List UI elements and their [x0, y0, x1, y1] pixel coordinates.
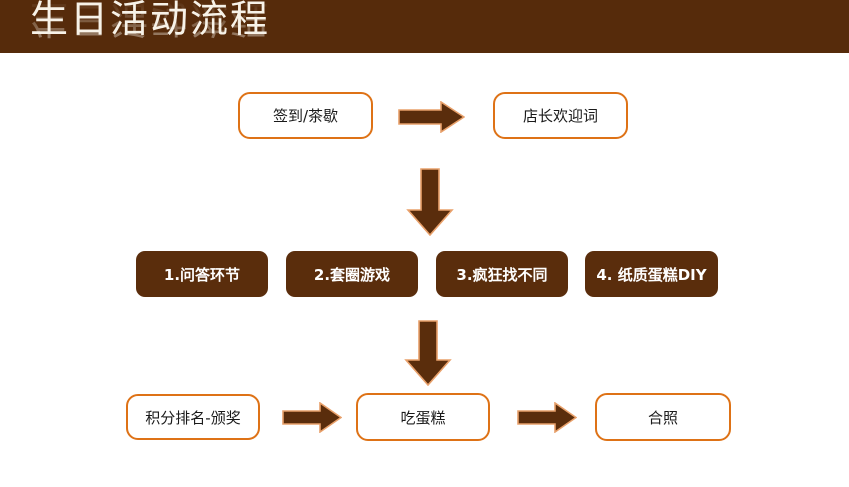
title-bar: 生日活动流程 生日活动流程 — [0, 0, 849, 53]
flow-node-label: 积分排名-颁奖 — [145, 408, 241, 427]
flow-node-label: 店长欢迎词 — [522, 107, 598, 125]
flow-node-label: 4. 纸质蛋糕DIY — [596, 265, 707, 284]
flow-node-group-photo[interactable]: 合照 — [595, 393, 731, 441]
flow-node-spot-difference[interactable]: 3.疯狂找不同 — [436, 251, 568, 297]
flow-node-ring-toss[interactable]: 2.套圈游戏 — [286, 251, 418, 297]
flow-node-eat-cake[interactable]: 吃蛋糕 — [356, 393, 490, 441]
page-title: 生日活动流程 — [30, 0, 271, 41]
flow-node-label: 3.疯狂找不同 — [456, 265, 548, 284]
arrow-down-row1-to-row2 — [406, 168, 454, 236]
arrow-down-row2-to-row3 — [404, 320, 452, 386]
arrow-right-signin-to-welcome — [398, 101, 465, 133]
flow-node-label: 1.问答环节 — [163, 265, 241, 284]
flow-node-quiz[interactable]: 1.问答环节 — [136, 251, 268, 297]
flow-node-paper-cake-diy[interactable]: 4. 纸质蛋糕DIY — [585, 251, 718, 297]
flow-node-label: 2.套圈游戏 — [313, 265, 391, 284]
arrow-right-ranking-to-eatcake — [282, 402, 342, 433]
flow-node-label: 合照 — [647, 408, 678, 427]
flow-node-label: 签到/茶歇 — [272, 107, 339, 125]
arrow-right-eatcake-to-photo — [517, 402, 577, 433]
flow-node-ranking-award[interactable]: 积分排名-颁奖 — [126, 394, 260, 440]
flow-node-welcome[interactable]: 店长欢迎词 — [493, 92, 628, 139]
flow-node-signin[interactable]: 签到/茶歇 — [238, 92, 373, 139]
flow-node-label: 吃蛋糕 — [400, 408, 446, 427]
